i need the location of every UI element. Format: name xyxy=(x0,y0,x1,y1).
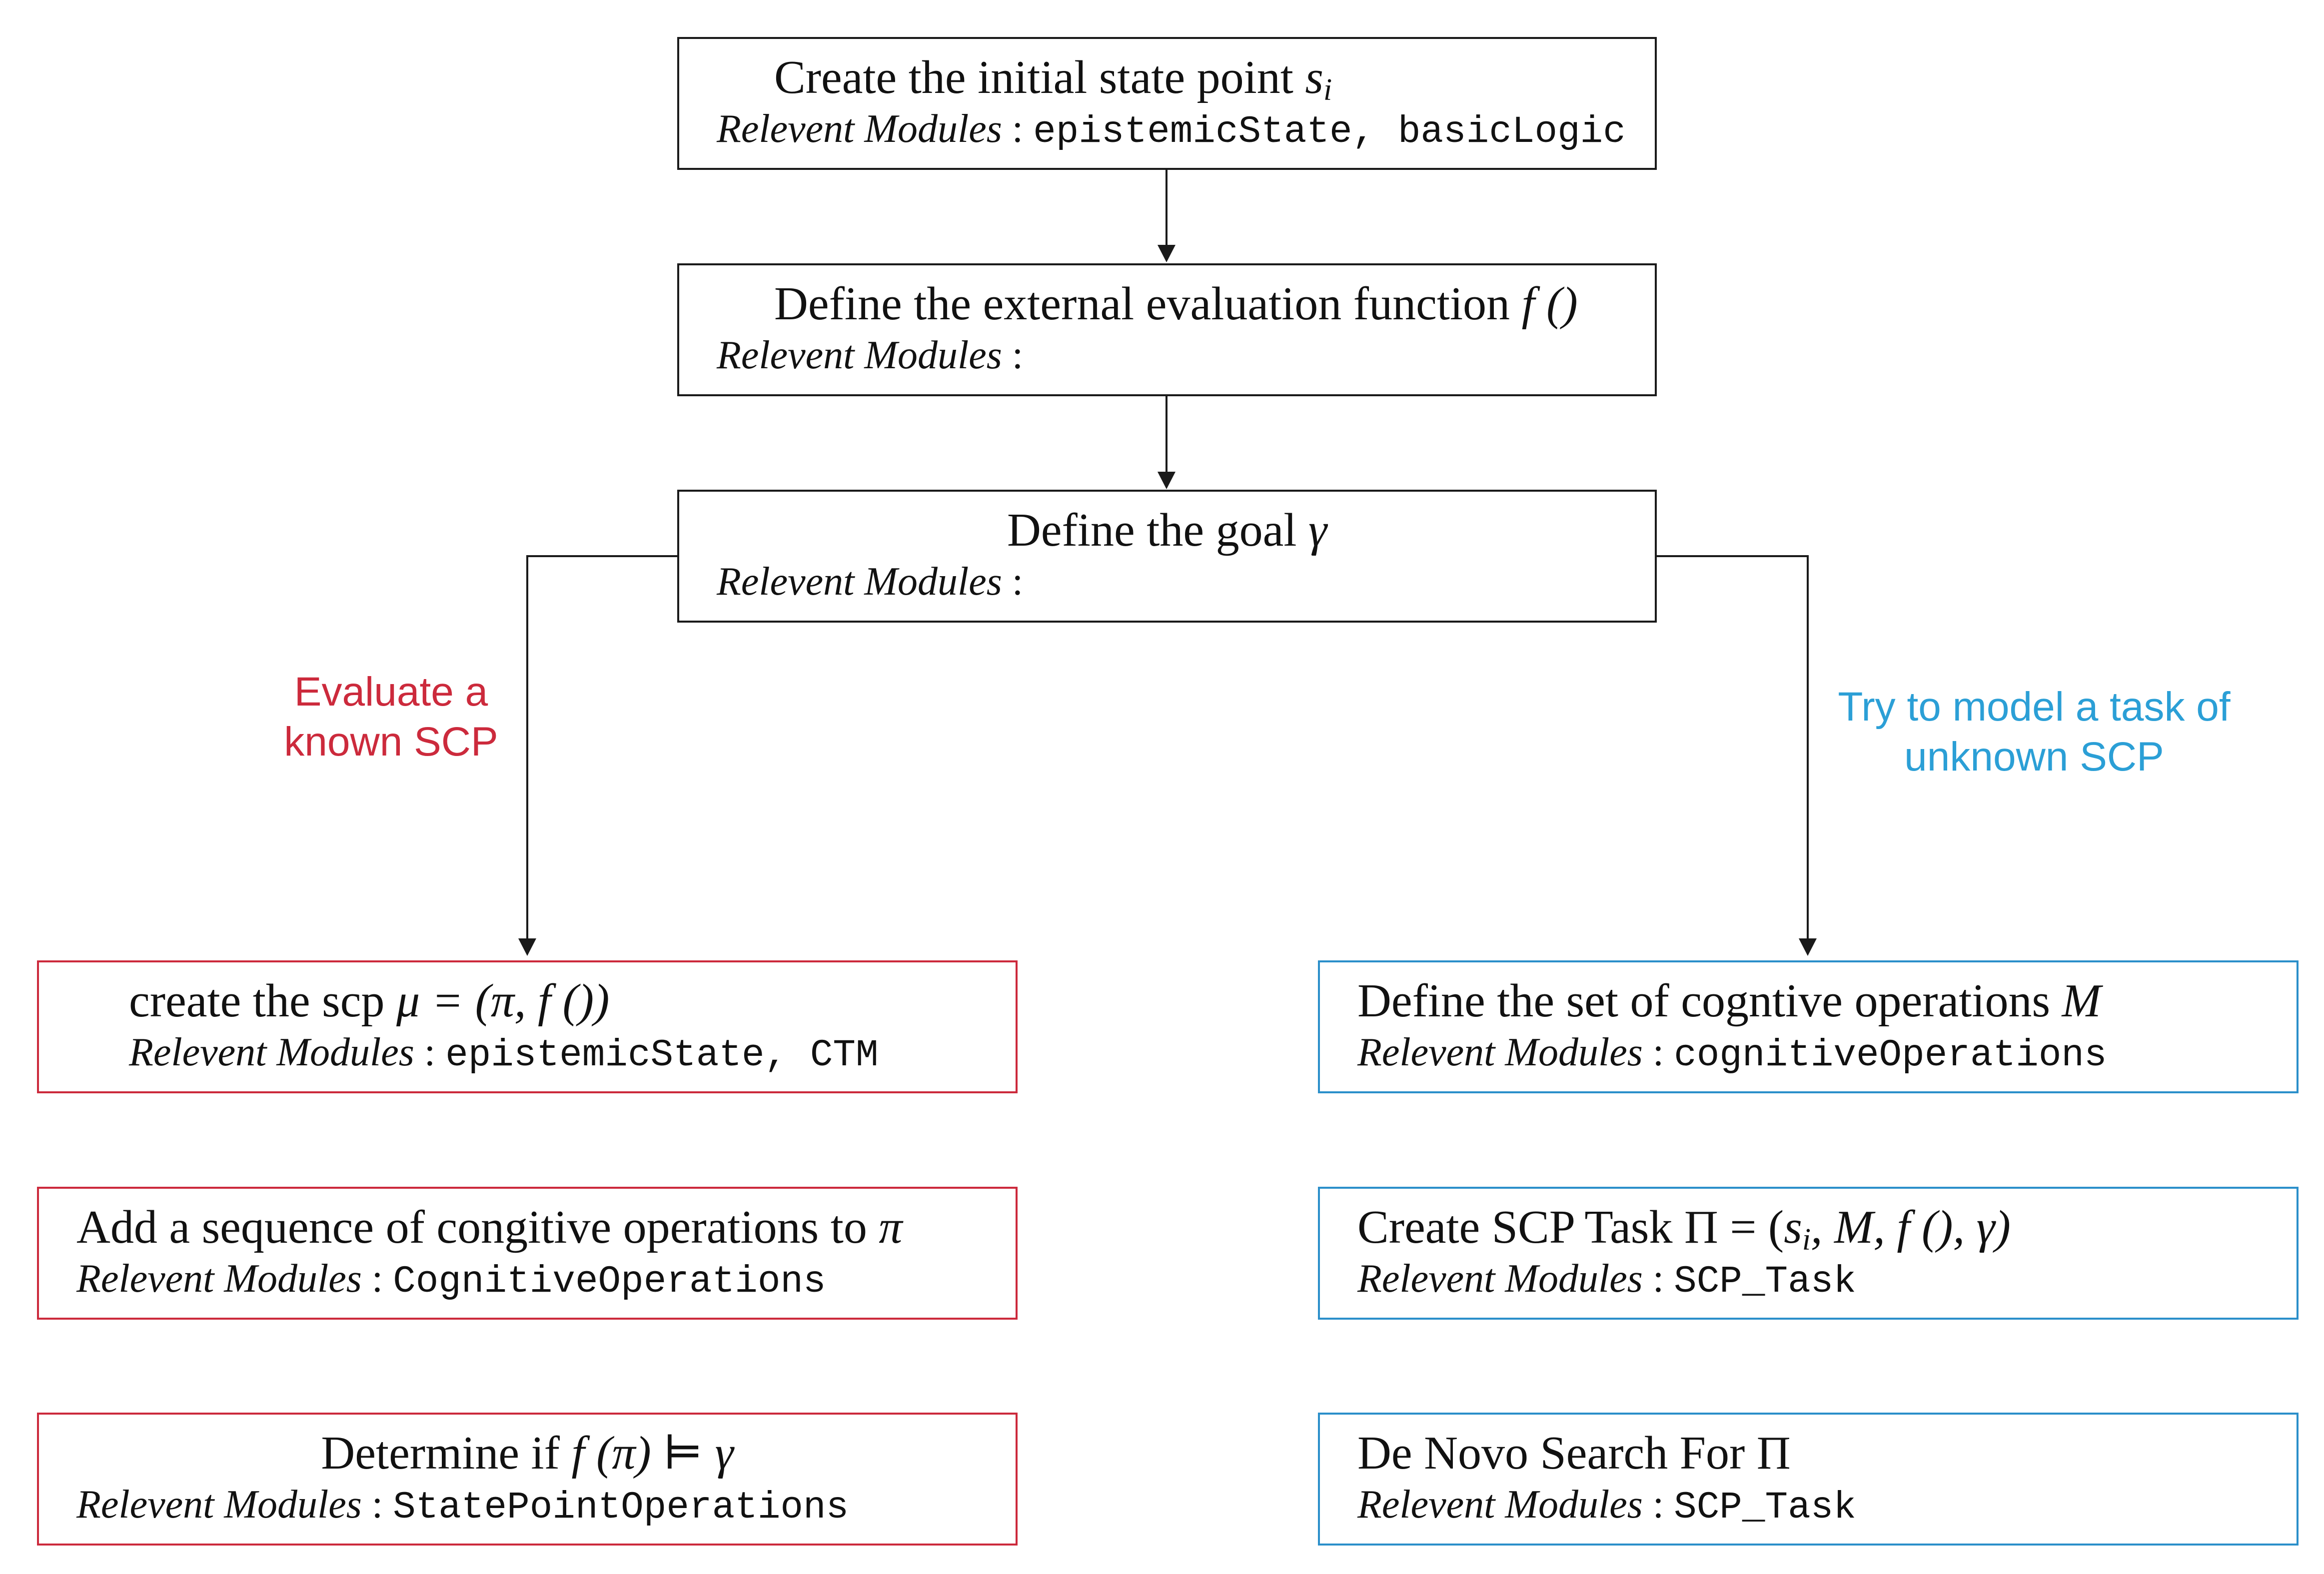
branch-label-line: Evaluate a xyxy=(294,669,488,715)
math-symbol: f () xyxy=(1521,278,1578,330)
math-symbol: M xyxy=(2062,975,2101,1027)
node-eval-function: Define the external evaluation function … xyxy=(677,263,1657,396)
node-title-text: Add a sequence of congitive operations t… xyxy=(76,1201,879,1253)
node-modules-line: Relevent Modules : xyxy=(717,333,1024,377)
node-title-text: create the scp xyxy=(129,975,396,1027)
math-subscript: i xyxy=(1323,73,1332,107)
node-initial-state-title: Create the initial state point si xyxy=(774,51,1332,105)
branch-label-known-scp: Evaluate a known SCP xyxy=(250,667,532,767)
node-modules-line: Relevent Modules : epistemicState, basic… xyxy=(717,107,1626,153)
node-determine: Determine if f (π) ⊨ γ Relevent Modules … xyxy=(37,1413,1018,1546)
node-determine-title: Determine if f (π) ⊨ γ xyxy=(39,1430,1016,1477)
branch-label-line: Try to model a task of xyxy=(1838,684,2231,730)
node-define-operations: Define the set of cogntive operations M … xyxy=(1318,960,2299,1093)
math-symbol: π xyxy=(879,1201,903,1253)
node-de-novo-search-title: De Novo Search For Π xyxy=(1357,1430,1791,1477)
node-add-sequence-title: Add a sequence of congitive operations t… xyxy=(76,1204,902,1251)
node-goal: Define the goal γ Relevent Modules : xyxy=(677,490,1657,623)
modules-label: Relevent Modules xyxy=(129,1030,414,1074)
node-modules-line: Relevent Modules : CognitiveOperations xyxy=(76,1257,826,1303)
modules-label: Relevent Modules xyxy=(76,1483,362,1527)
arrow-goal-to-known-branch xyxy=(518,555,677,956)
node-eval-function-title: Define the external evaluation function … xyxy=(774,280,1578,327)
node-title-text: Create the initial state point xyxy=(774,51,1305,103)
modules-value: epistemicState, CTM xyxy=(445,1034,879,1077)
node-modules-line: Relevent Modules : epistemicState, CTM xyxy=(129,1030,879,1077)
modules-value: SCP_Task xyxy=(1674,1260,1856,1303)
node-add-sequence: Add a sequence of congitive operations t… xyxy=(37,1187,1018,1320)
modules-label: Relevent Modules xyxy=(717,333,1002,377)
modules-label: Relevent Modules xyxy=(717,107,1002,151)
arrow-function-to-goal xyxy=(1158,396,1175,489)
node-create-task: Create SCP Task Π = (si, M, f (), γ) Rel… xyxy=(1318,1187,2299,1320)
modules-value: StatePointOperations xyxy=(393,1486,849,1529)
node-title-text: Define the goal xyxy=(1007,504,1308,556)
modules-value: SCP_Task xyxy=(1674,1486,1856,1529)
modules-label: Relevent Modules xyxy=(1357,1030,1643,1074)
branch-label-line: unknown SCP xyxy=(1904,734,2164,780)
node-modules-line: Relevent Modules : cognitiveOperations xyxy=(1357,1030,2107,1077)
node-title-text: Determine if xyxy=(321,1427,572,1479)
node-modules-line: Relevent Modules : SCP_Task xyxy=(1357,1483,1856,1529)
arrow-state-to-function xyxy=(1158,169,1175,262)
modules-label: Relevent Modules xyxy=(1357,1483,1643,1527)
node-define-operations-title: Define the set of cogntive operations M xyxy=(1357,977,2101,1024)
node-modules-line: Relevent Modules : xyxy=(717,560,1024,604)
math-symbol: , M, f (), γ) xyxy=(1811,1201,2011,1253)
node-title-text: Define the set of cogntive operations xyxy=(1357,975,2062,1027)
math-symbol: s xyxy=(1305,51,1324,103)
node-title-text: Define the external evaluation function xyxy=(774,278,1522,330)
math-symbol: γ xyxy=(1308,504,1327,556)
modules-label: Relevent Modules xyxy=(717,560,1002,604)
branch-label-line: known SCP xyxy=(284,719,498,765)
node-create-scp: create the scp μ = (π, f ()) Relevent Mo… xyxy=(37,960,1018,1093)
node-initial-state: Create the initial state point si Releve… xyxy=(677,37,1657,170)
node-goal-title: Define the goal γ xyxy=(679,507,1655,554)
math-symbol: f (π) ⊨ γ xyxy=(571,1427,734,1479)
node-create-scp-title: create the scp μ = (π, f ()) xyxy=(129,977,610,1024)
node-title-text: Create SCP Task Π = ( xyxy=(1357,1201,1784,1253)
math-symbol: μ = (π, f ()) xyxy=(396,975,610,1027)
node-create-task-title: Create SCP Task Π = (si, M, f (), γ) xyxy=(1357,1201,2011,1255)
modules-label: Relevent Modules xyxy=(1357,1257,1643,1301)
branch-label-unknown-scp: Try to model a task of unknown SCP xyxy=(1779,682,2289,782)
modules-label: Relevent Modules xyxy=(76,1257,362,1301)
math-symbol: s xyxy=(1784,1201,1802,1253)
node-modules-line: Relevent Modules : SCP_Task xyxy=(1357,1257,1856,1303)
node-modules-line: Relevent Modules : StatePointOperations xyxy=(76,1483,849,1529)
node-de-novo-search: De Novo Search For Π Relevent Modules : … xyxy=(1318,1413,2299,1546)
arrow-goal-to-unknown-branch xyxy=(1656,555,1817,956)
math-subscript: i xyxy=(1802,1223,1811,1257)
modules-value: cognitiveOperations xyxy=(1674,1034,2107,1077)
node-title-text: De Novo Search For Π xyxy=(1357,1427,1791,1479)
modules-value: CognitiveOperations xyxy=(393,1260,826,1303)
modules-value: epistemicState, basicLogic xyxy=(1033,110,1626,153)
